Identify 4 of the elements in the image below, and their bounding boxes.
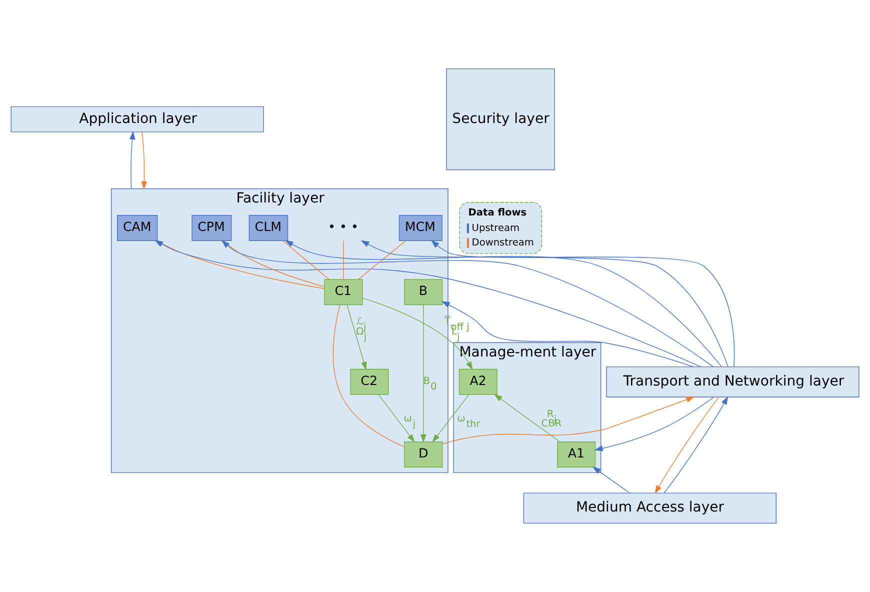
label: Data flows <box>468 208 527 218</box>
legend-label: Upstream <box>472 222 520 234</box>
node-text: • • • <box>328 219 358 234</box>
legend-label: Downstream <box>472 238 534 249</box>
